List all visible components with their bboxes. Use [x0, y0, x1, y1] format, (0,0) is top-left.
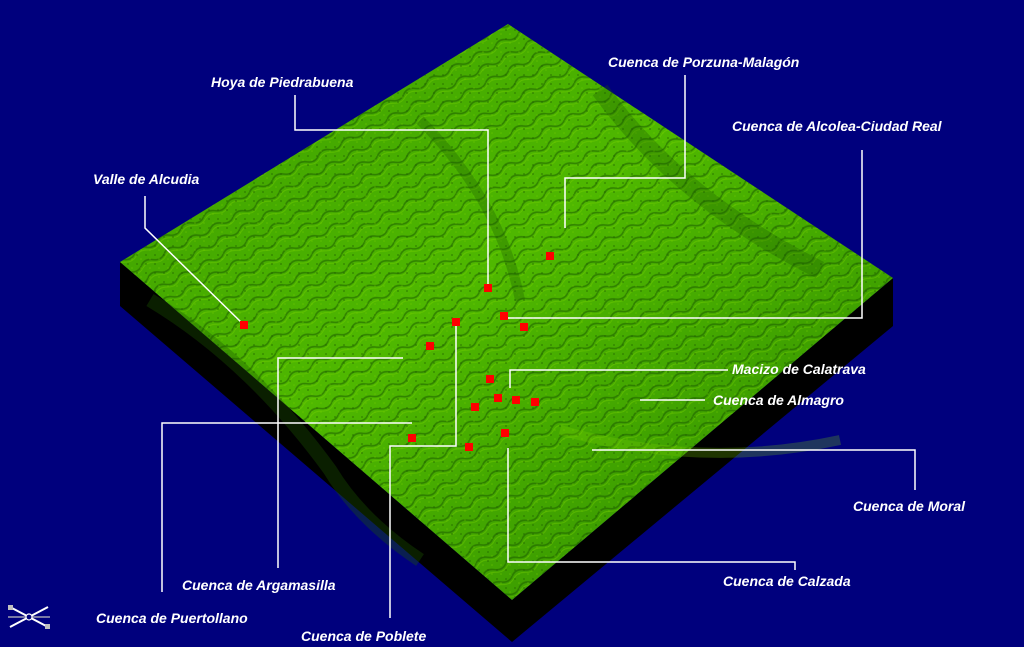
leader-calzada	[507, 448, 796, 570]
leader-lines	[144, 75, 916, 618]
leader-poblete	[389, 322, 457, 618]
relief-band	[592, 84, 825, 279]
label-valle-de-alcudia: Valle de Alcudia	[93, 171, 200, 187]
label-hoya-de-piedrabuena: Hoya de Piedrabuena	[211, 74, 354, 90]
label-cuenca-de-poblete: Cuenca de Poblete	[301, 628, 427, 644]
leader-puertollano	[161, 422, 412, 592]
marker	[501, 429, 509, 437]
marker	[452, 318, 460, 326]
marker	[512, 396, 520, 404]
marker	[484, 284, 492, 292]
leader-alcudia	[144, 196, 245, 326]
marker	[546, 252, 554, 260]
block-side-left	[120, 262, 512, 642]
block-side-right	[512, 278, 893, 642]
relief-band	[416, 116, 525, 301]
marker	[486, 375, 494, 383]
marker	[465, 443, 473, 451]
leader-argamasilla	[277, 357, 403, 568]
marker	[426, 342, 434, 350]
label-cuenca-de-almagro: Cuenca de Almagro	[713, 392, 844, 408]
relief-band	[146, 293, 424, 566]
relief-band	[558, 425, 842, 458]
label-macizo-de-calatrava: Macizo de Calatrava	[732, 361, 866, 377]
marker	[471, 403, 479, 411]
label-cuenca-de-puertollano: Cuenca de Puertollano	[96, 610, 248, 626]
leader-porzuna	[564, 75, 686, 228]
label-porzuna-malagon: Cuenca de Porzuna-Malagón	[608, 54, 800, 70]
markers	[240, 252, 554, 451]
marker	[408, 434, 416, 442]
label-cuenca-de-argamasilla: Cuenca de Argamasilla	[182, 577, 336, 593]
leader-calatrava	[509, 369, 728, 388]
marker	[520, 323, 528, 331]
leader-moral	[592, 449, 916, 490]
marker	[531, 398, 539, 406]
label-alcolea-ciudad-real: Cuenca de Alcolea-Ciudad Real	[732, 118, 942, 134]
label-cuenca-de-calzada: Cuenca de Calzada	[723, 573, 851, 589]
marker	[500, 312, 508, 320]
leader-alcolea	[505, 150, 863, 319]
compass-icon	[8, 605, 50, 629]
marker	[494, 394, 502, 402]
label-cuenca-de-moral: Cuenca de Moral	[853, 498, 966, 514]
leader-piedrabuena	[294, 95, 489, 287]
marker	[240, 321, 248, 329]
